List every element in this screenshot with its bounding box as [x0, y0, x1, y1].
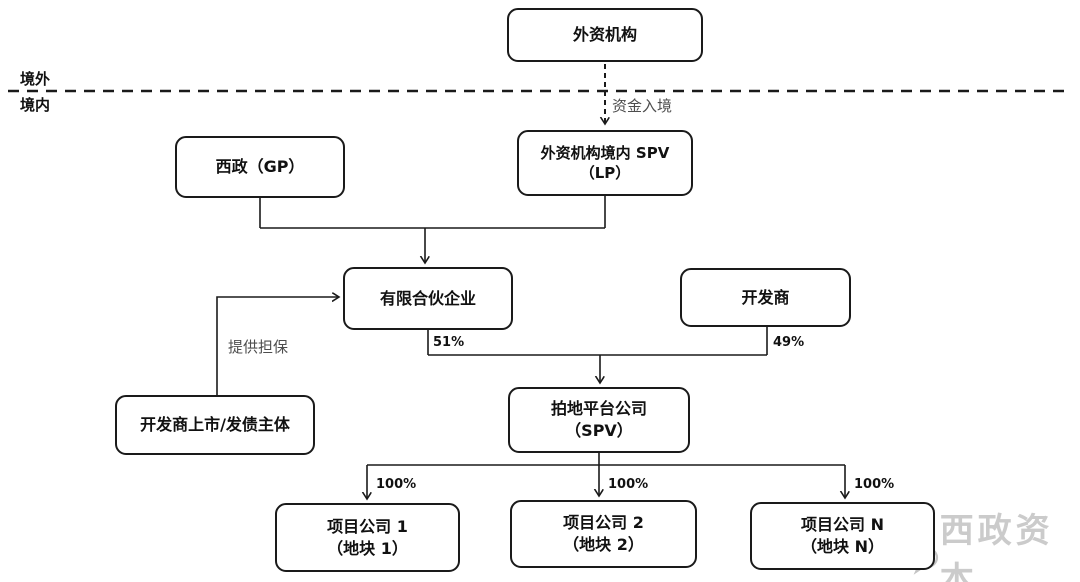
projectN-share-label: 100% [854, 477, 895, 492]
node-label: 开发商 [741, 287, 790, 307]
lp-share-label: 51% [433, 335, 465, 350]
node-label-line1: 项目公司 N [801, 515, 884, 535]
node-developer: 开发商 [680, 268, 851, 327]
node-label-line2: （地块 1） [327, 538, 408, 558]
node-project-company-1: 项目公司 1 （地块 1） [275, 503, 460, 572]
node-project-company-2: 项目公司 2 （地块 2） [510, 500, 697, 568]
node-foreign-spv-lp: 外资机构境内 SPV （LP） [517, 130, 693, 196]
node-label-line1: 外资机构境内 SPV [540, 143, 670, 162]
node-label: 有限合伙企业 [379, 288, 476, 308]
node-label-line1: 项目公司 2 [563, 513, 644, 533]
developer-share-label: 49% [773, 335, 805, 350]
project1-share-label: 100% [376, 477, 417, 492]
node-label: 西政（GP） [215, 157, 305, 177]
node-label-line2: （地块 N） [801, 537, 884, 556]
node-label-line1: 拍地平台公司 [550, 399, 647, 419]
node-label: 开发商上市/发债主体 [140, 415, 290, 435]
guarantee-arrow [216, 297, 339, 395]
onshore-label: 境内 [20, 96, 51, 114]
node-label-line1: 项目公司 1 [327, 516, 408, 536]
node-project-company-n: 项目公司 N （地块 N） [750, 502, 935, 570]
node-developer-listing-entity: 开发商上市/发债主体 [115, 395, 315, 455]
brand-watermark-text: 西政资本 [939, 511, 1054, 582]
node-label-line2: （LP） [579, 164, 631, 182]
node-xizheng-gp: 西政（GP） [175, 136, 345, 198]
node-label-line2: （SPV） [565, 421, 633, 440]
node-label-line2: （地块 2） [563, 535, 644, 554]
offshore-label: 境外 [20, 70, 51, 88]
node-land-platform-spv: 拍地平台公司 （SPV） [508, 387, 690, 453]
project2-share-label: 100% [608, 477, 649, 492]
capital-inflow-label: 资金入境 [612, 97, 673, 115]
guarantee-label: 提供担保 [228, 338, 289, 356]
node-foreign-institution: 外资机构 [507, 8, 703, 62]
node-label: 外资机构 [572, 25, 637, 45]
node-limited-partnership: 有限合伙企业 [343, 267, 513, 330]
